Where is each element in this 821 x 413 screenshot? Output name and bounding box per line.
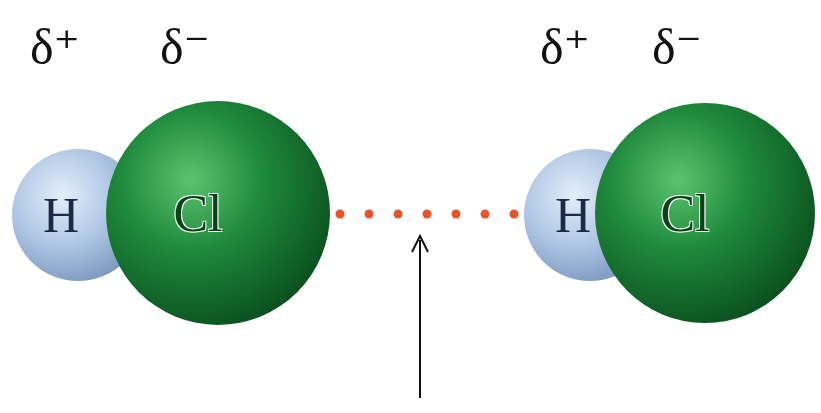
chlorine-atom: Cl — [595, 103, 815, 323]
partial-charge: δ⁺ — [540, 22, 590, 72]
partial-charge: δ⁻ — [160, 22, 210, 72]
pointer-arrow — [419, 240, 421, 398]
dipole-attraction — [336, 210, 519, 219]
dot — [510, 210, 519, 219]
chlorine-atom: Cl — [106, 101, 330, 325]
element-symbol: Cl — [660, 184, 709, 243]
element-symbol: H — [555, 186, 591, 244]
dot — [336, 210, 345, 219]
element-symbol: H — [43, 186, 79, 244]
dot — [452, 210, 461, 219]
dot — [365, 210, 374, 219]
dot — [481, 210, 490, 219]
element-symbol: Cl — [173, 184, 222, 243]
partial-charge: δ⁻ — [652, 22, 702, 72]
dot — [423, 210, 432, 219]
partial-charge: δ⁺ — [30, 22, 80, 72]
dot — [394, 210, 403, 219]
pointer-arrowhead — [412, 236, 428, 252]
